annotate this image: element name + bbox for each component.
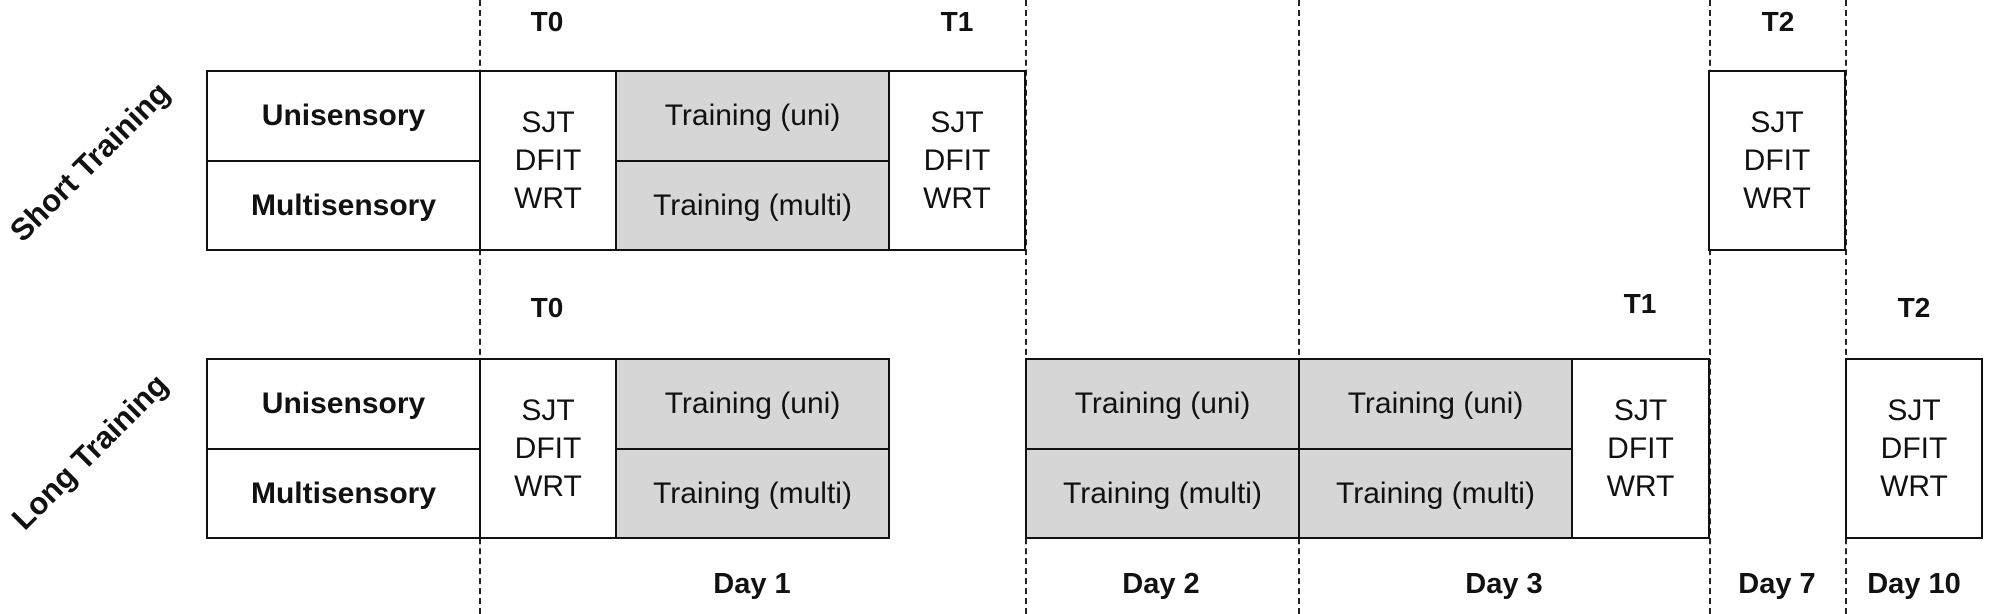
tests-list: SJT DFIT WRT (1607, 392, 1675, 506)
day-separator (1025, 0, 1027, 614)
long-day1-training-multi: Training (multi) (615, 448, 890, 539)
wrt-test: WRT (1606, 469, 1675, 503)
day-separator (1845, 0, 1847, 614)
long-t1-label: T1 (1623, 288, 1657, 319)
day-separator (1709, 0, 1711, 614)
tests-list: SJT DFIT WRT (1880, 392, 1948, 506)
wrt-test: WRT (1880, 469, 1948, 503)
short-multisensory-label: Multisensory (206, 160, 481, 251)
long-t0-tests: SJT DFIT WRT (479, 358, 617, 539)
short-training-uni: Training (uni) (615, 70, 890, 162)
long-t1-tests: SJT DFIT WRT (1571, 358, 1710, 539)
long-t2-tests: SJT DFIT WRT (1845, 358, 1983, 539)
day-separator (479, 0, 481, 614)
dfit-test: DFIT (514, 431, 582, 465)
short-t2-tests: SJT DFIT WRT (1708, 70, 1846, 251)
wrt-test: WRT (1743, 181, 1811, 215)
tests-list: SJT DFIT WRT (514, 104, 582, 218)
long-day3-training-uni: Training (uni) (1298, 358, 1573, 450)
wrt-test: WRT (923, 181, 991, 215)
sjt-test: SJT (1750, 105, 1804, 139)
long-day2-training-multi: Training (multi) (1025, 448, 1300, 539)
dfit-test: DFIT (514, 143, 582, 177)
long-day1-training-uni: Training (uni) (615, 358, 890, 450)
long-unisensory-label: Unisensory (206, 358, 481, 450)
tests-list: SJT DFIT WRT (1743, 104, 1811, 218)
day-separator (1298, 0, 1300, 614)
sjt-test: SJT (1613, 393, 1668, 427)
short-t0-label: T0 (530, 6, 564, 37)
dfit-test: DFIT (1880, 431, 1948, 465)
wrt-test: WRT (514, 469, 582, 503)
tests-list: SJT DFIT WRT (514, 392, 582, 506)
wrt-test: WRT (514, 181, 582, 215)
sjt-test: SJT (521, 393, 575, 427)
dfit-test: DFIT (1607, 431, 1674, 465)
long-t0-label: T0 (530, 292, 564, 323)
short-t0-tests: SJT DFIT WRT (479, 70, 617, 251)
tests-list: SJT DFIT WRT (923, 104, 991, 218)
day-2-label: Day 2 (1122, 568, 1200, 600)
sjt-test: SJT (521, 105, 575, 139)
short-training-label: Short Training (2, 74, 177, 249)
sjt-test: SJT (930, 105, 984, 139)
long-day2-training-uni: Training (uni) (1025, 358, 1300, 450)
long-day3-training-multi: Training (multi) (1298, 448, 1573, 539)
dfit-test: DFIT (923, 143, 991, 177)
long-multisensory-label: Multisensory (206, 448, 481, 539)
short-t2-label: T2 (1761, 6, 1795, 37)
sjt-test: SJT (1887, 393, 1941, 427)
day-3-label: Day 3 (1465, 568, 1543, 600)
dfit-test: DFIT (1743, 143, 1811, 177)
short-unisensory-label: Unisensory (206, 70, 481, 162)
long-t2-label: T2 (1897, 292, 1931, 323)
day-10-label: Day 10 (1867, 568, 1961, 600)
day-1-label: Day 1 (713, 568, 791, 600)
short-training-multi: Training (multi) (615, 160, 890, 251)
short-t1-tests: SJT DFIT WRT (888, 70, 1026, 251)
long-training-label: Long Training (4, 366, 175, 537)
day-7-label: Day 7 (1738, 568, 1816, 600)
short-t1-label: T1 (940, 6, 974, 37)
